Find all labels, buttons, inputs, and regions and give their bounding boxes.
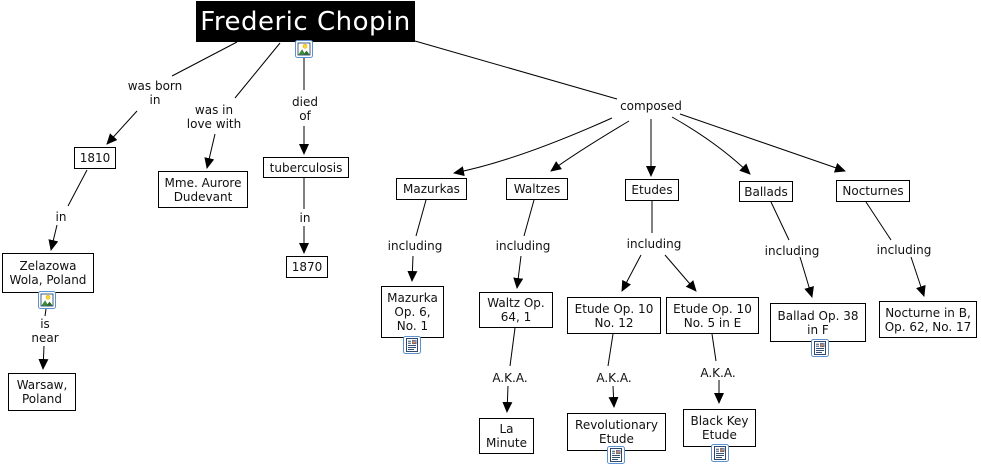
document-icon[interactable] xyxy=(811,339,829,357)
edge-composed-ballads xyxy=(671,116,751,175)
link-in-birth[interactable]: in xyxy=(55,210,67,224)
link-including-mazurkas[interactable]: including xyxy=(387,239,443,253)
edge-including-mazurka xyxy=(407,255,418,282)
concept-etudes[interactable]: Etudes xyxy=(625,179,679,201)
concept-tuberculosis[interactable]: tuberculosis xyxy=(263,157,349,178)
edge-ballads-including xyxy=(770,201,790,241)
edge-waltzes-including xyxy=(523,199,535,237)
concept-nocturne-op62-no17[interactable]: Nocturne in B, Op. 62, No. 17 xyxy=(879,301,977,338)
edge-title-born xyxy=(171,41,238,77)
title-node-frederic-chopin[interactable]: Frederic Chopin xyxy=(196,1,415,42)
concept-waltzes[interactable]: Waltzes xyxy=(506,178,568,200)
concept-mme-aurore-dudevant[interactable]: Mme. Aurore Dudevant xyxy=(158,171,248,208)
edge-love-dudevant xyxy=(204,133,216,169)
edge-aka-laminute xyxy=(502,385,513,413)
link-died-of[interactable]: died of xyxy=(292,95,318,123)
document-icon[interactable] xyxy=(711,444,729,462)
concept-ballad-op38-in-f[interactable]: Ballad Op. 38 in F xyxy=(770,303,866,342)
concept-nocturnes[interactable]: Nocturnes xyxy=(836,180,910,202)
image-icon[interactable] xyxy=(295,40,313,58)
edge-born-1810 xyxy=(106,110,138,145)
edge-title-love xyxy=(234,42,281,99)
edge-composed-nocturnes xyxy=(679,113,846,173)
edge-including-ballad xyxy=(799,256,814,298)
concept-la-minute[interactable]: La Minute xyxy=(479,418,534,454)
link-aka-waltz[interactable]: A.K.A. xyxy=(492,371,528,385)
edge-title-composed xyxy=(414,40,618,100)
concept-1870[interactable]: 1870 xyxy=(286,256,328,278)
edge-mazurkas-including xyxy=(415,199,427,237)
edge-etude5-aka xyxy=(711,333,717,362)
edge-including-nocturne xyxy=(910,256,926,297)
edge-including-waltz xyxy=(513,255,524,289)
concept-warsaw-poland[interactable]: Warsaw, Poland xyxy=(8,373,76,411)
edge-waltz-aka xyxy=(509,327,516,367)
edge-zelazowa-isnear xyxy=(44,308,47,317)
concept-waltz-op64-1[interactable]: Waltz Op. 64, 1 xyxy=(479,292,553,328)
link-aka-etude5[interactable]: A.K.A. xyxy=(700,366,736,380)
edge-nocturnes-including xyxy=(865,201,892,241)
edge-etude12-aka xyxy=(607,333,614,367)
link-including-waltzes[interactable]: including xyxy=(495,239,551,253)
edge-including-etude12 xyxy=(621,254,642,292)
edge-1810-in xyxy=(67,169,88,207)
link-including-ballads[interactable]: including xyxy=(764,244,820,258)
edge-isnear-warsaw xyxy=(38,345,49,370)
concept-revolutionary-etude[interactable]: Revolutionary Etude xyxy=(567,413,666,451)
concept-mazurka-op6-no1[interactable]: Mazurka Op. 6, No. 1 xyxy=(381,286,444,338)
link-in-death[interactable]: in xyxy=(299,211,311,225)
concept-etude-op10-no5[interactable]: Etude Op. 10 No. 5 in E xyxy=(666,297,759,334)
image-icon[interactable] xyxy=(38,291,56,309)
link-was-in-love-with[interactable]: was in love with xyxy=(186,103,242,131)
concept-ballads[interactable]: Ballads xyxy=(739,181,793,202)
link-including-etudes[interactable]: including xyxy=(626,237,682,251)
concept-1810[interactable]: 1810 xyxy=(74,147,116,169)
edge-in-zelazowa xyxy=(48,224,59,251)
edge-aka-revolutionary xyxy=(608,385,619,408)
document-icon[interactable] xyxy=(403,336,421,354)
concept-black-key-etude[interactable]: Black Key Etude xyxy=(683,409,756,447)
document-icon[interactable] xyxy=(607,446,625,464)
concept-etude-op10-no12[interactable]: Etude Op. 10 No. 12 xyxy=(567,297,661,334)
edge-including-etude5 xyxy=(664,254,697,292)
link-aka-etude12[interactable]: A.K.A. xyxy=(596,371,632,385)
concept-mazurkas[interactable]: Mazurkas xyxy=(396,178,467,200)
edge-composed-waltzes xyxy=(550,120,630,172)
edge-composed-mazurkas xyxy=(453,117,613,177)
link-composed[interactable]: composed xyxy=(620,99,682,113)
link-including-nocturnes[interactable]: including xyxy=(876,243,932,257)
link-was-born-in[interactable]: was born in xyxy=(127,79,183,107)
concept-zelazowa-wola[interactable]: Zelazowa Wola, Poland xyxy=(2,253,94,293)
link-is-near[interactable]: is near xyxy=(31,317,59,345)
